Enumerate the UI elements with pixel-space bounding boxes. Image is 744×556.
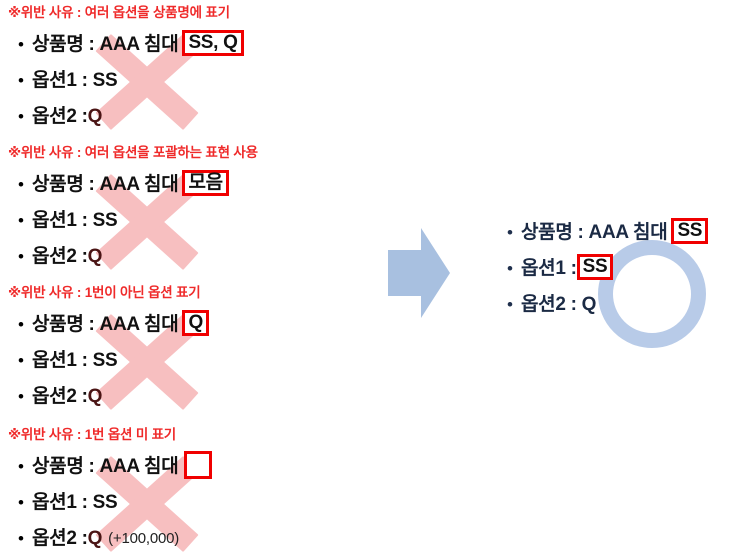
option1-row-1: • 옵션1 : SS	[18, 62, 380, 98]
bullet-icon: •	[18, 174, 24, 194]
option1-label-2: 옵션1 : SS	[32, 209, 118, 231]
bullet-icon: •	[18, 314, 24, 334]
correct-example-column: • 상품명 : AAA 침대 SS • 옵션1 : SS • 옵션2 : Q	[497, 214, 744, 348]
option1-label-4: 옵션1 : SS	[32, 491, 118, 513]
correct-product-name-label: 상품명 : AAA 침대	[521, 221, 668, 243]
option2-row-3: • 옵션2 : Q	[18, 378, 380, 414]
option2-row-4: • 옵션2 : Q (+100,000)	[18, 520, 380, 556]
violation-examples-column: ※위반 사유 : 여러 옵션을 상품명에 표기 • 상품명 : AAA 침대 S…	[0, 6, 380, 556]
option2-label-1: 옵션2 :	[32, 105, 88, 127]
option2-value-4: Q	[87, 527, 103, 549]
violation-reason-4: ※위반 사유 : 1번 옵션 미 표기	[8, 427, 177, 442]
bullet-icon: •	[18, 246, 24, 266]
option1-row-4: • 옵션1 : SS	[18, 484, 380, 520]
correct-option2-row: • 옵션2 : Q	[507, 286, 744, 322]
bullet-icon: •	[18, 106, 24, 126]
bullet-icon: •	[18, 70, 24, 90]
correct-option1-highlight-box: SS	[576, 254, 614, 280]
option2-value-1: Q	[87, 105, 103, 127]
correct-option1-row: • 옵션1 : SS	[507, 250, 744, 286]
product-name-label-3: 상품명 : AAA 침대	[32, 313, 179, 335]
bullet-icon: •	[18, 492, 24, 512]
highlight-box-3: Q	[182, 310, 209, 336]
bullet-icon: •	[18, 210, 24, 230]
option2-row-1: • 옵션2 : Q	[18, 98, 380, 134]
correct-product-name-row: • 상품명 : AAA 침대 SS	[507, 214, 744, 250]
right-arrow-icon	[388, 228, 450, 318]
violation-reason-1: ※위반 사유 : 여러 옵션을 상품명에 표기	[8, 5, 230, 20]
correct-option1-label: 옵션1 :	[521, 257, 577, 279]
option2-price-note-4: (+100,000)	[108, 529, 180, 547]
bullet-icon: •	[18, 456, 24, 476]
violation-block-1: ※위반 사유 : 여러 옵션을 상품명에 표기 • 상품명 : AAA 침대 S…	[0, 6, 380, 134]
highlight-box-2: 모음	[182, 170, 229, 196]
bullet-icon: •	[507, 294, 513, 314]
product-name-row-3: • 상품명 : AAA 침대 Q	[18, 306, 380, 342]
product-name-row-2: • 상품명 : AAA 침대 모음	[18, 166, 380, 202]
highlight-box-empty-4	[184, 451, 213, 479]
bullet-icon: •	[18, 34, 24, 54]
option1-label-1: 옵션1 : SS	[32, 69, 118, 91]
correct-product-highlight-box: SS	[671, 218, 709, 244]
product-name-label-4: 상품명 : AAA 침대	[32, 455, 179, 477]
option1-label-3: 옵션1 : SS	[32, 349, 118, 371]
correct-option2-label: 옵션2 : Q	[521, 293, 597, 315]
violation-block-4: ※위반 사유 : 1번 옵션 미 표기 • 상품명 : AAA 침대 • 옵션1…	[0, 428, 380, 556]
product-name-row-1: • 상품명 : AAA 침대 SS, Q	[18, 26, 380, 62]
product-name-label-2: 상품명 : AAA 침대	[32, 173, 179, 195]
option1-row-3: • 옵션1 : SS	[18, 342, 380, 378]
product-name-label-1: 상품명 : AAA 침대	[32, 33, 179, 55]
option2-label-2: 옵션2 :	[32, 245, 88, 267]
option2-value-3: Q	[87, 385, 103, 407]
violation-block-2: ※위반 사유 : 여러 옵션을 포괄하는 표현 사용 • 상품명 : AAA 침…	[0, 146, 380, 274]
violation-block-3: ※위반 사유 : 1번이 아닌 옵션 표기 • 상품명 : AAA 침대 Q •…	[0, 286, 380, 414]
bullet-icon: •	[18, 350, 24, 370]
bullet-icon: •	[507, 258, 513, 278]
product-name-row-4: • 상품명 : AAA 침대	[18, 448, 380, 484]
violation-reason-2: ※위반 사유 : 여러 옵션을 포괄하는 표현 사용	[8, 145, 258, 160]
option2-value-2: Q	[87, 245, 103, 267]
bullet-icon: •	[18, 528, 24, 548]
highlight-box-1: SS, Q	[182, 30, 244, 56]
option2-label-3: 옵션2 :	[32, 385, 88, 407]
option1-row-2: • 옵션1 : SS	[18, 202, 380, 238]
bullet-icon: •	[507, 222, 513, 242]
option2-row-2: • 옵션2 : Q	[18, 238, 380, 274]
option2-label-4: 옵션2 :	[32, 527, 88, 549]
bullet-icon: •	[18, 386, 24, 406]
violation-reason-3: ※위반 사유 : 1번이 아닌 옵션 표기	[8, 285, 201, 300]
